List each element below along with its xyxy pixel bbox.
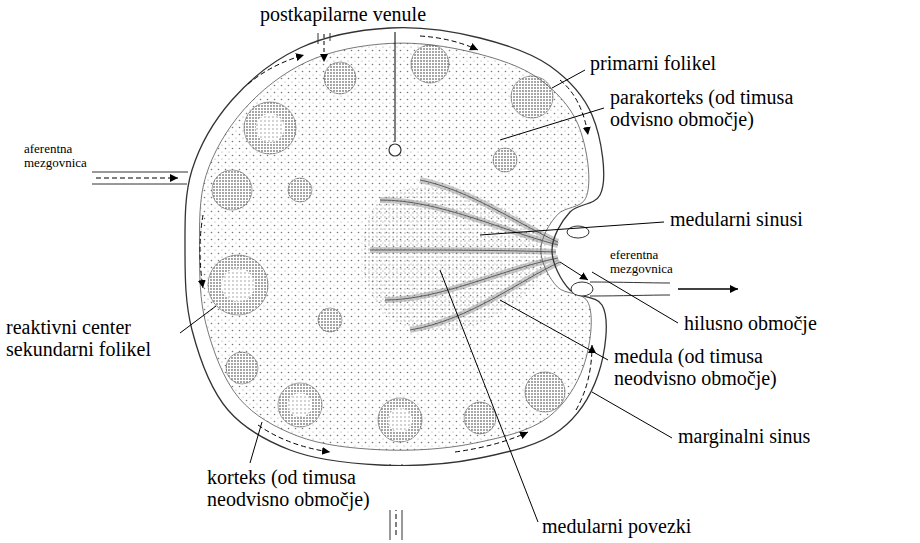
leader-line [440, 270, 538, 522]
part-label: medularni sinusi [668, 208, 805, 230]
follicle-dots [324, 62, 356, 94]
part-label: marginalni sinus [676, 425, 812, 447]
germinal-center [222, 269, 255, 302]
medullary-cord-edge [420, 180, 558, 242]
part-label: primarni folikel [588, 52, 718, 74]
afferent-arrow [324, 34, 325, 62]
efferent-vessel [590, 295, 670, 296]
part-label: reaktivni center sekundarni folikel [4, 316, 180, 360]
follicle [411, 45, 449, 83]
follicle-dots [208, 255, 268, 315]
afferent-vessel [318, 33, 319, 44]
medulla-region [362, 187, 548, 332]
germinal-center-dots [256, 114, 285, 143]
part-label: medularni povezki [540, 515, 693, 537]
follicle-dots [511, 76, 553, 118]
follicle [208, 255, 268, 315]
part-label: postkapilarne venule [258, 3, 428, 25]
follicle [212, 170, 252, 210]
sinus-flow-arrow [455, 432, 528, 452]
germinal-center-dots [288, 393, 312, 417]
efferent-arrow [678, 288, 738, 289]
hilum-arrow [560, 262, 588, 280]
follicle [493, 148, 517, 172]
leader-line [395, 32, 396, 142]
follicle [511, 76, 553, 118]
capsule [185, 28, 606, 466]
leader-line [176, 306, 216, 336]
follicle [278, 383, 322, 427]
follicle-dots [411, 45, 449, 83]
medullary-cord [370, 250, 556, 252]
leader-line [592, 272, 678, 323]
sinus-flow-arrow [576, 345, 592, 410]
part-label: eferentna mezgovnica [608, 248, 684, 277]
follicle [378, 398, 422, 442]
follicle-dots [378, 398, 422, 442]
part-label: hilusno območje [682, 312, 819, 334]
medullary-cord-edge [370, 250, 556, 252]
part-label: aferentna mezgovnica [22, 142, 98, 171]
afferent-vessel [92, 184, 187, 185]
follicle [244, 102, 296, 154]
leader-line [552, 70, 585, 88]
venule [389, 144, 401, 156]
follicle-dots [464, 402, 496, 434]
sinus-flow-arrow [560, 80, 588, 135]
leader-line [500, 300, 608, 360]
medullary-cord-edge [410, 262, 560, 330]
sinus-flow-arrow [248, 55, 304, 84]
leader-line [592, 392, 672, 438]
follicle [226, 352, 258, 384]
germinal-center [256, 114, 285, 143]
follicle [525, 372, 565, 412]
follicle [324, 62, 356, 94]
sinus-flow-arrow [420, 36, 478, 50]
germinal-center [288, 393, 312, 417]
germinal-center-dots [388, 408, 412, 432]
leader-line [480, 222, 664, 235]
sinus-flow-arrow [200, 215, 203, 288]
follicle-dots [288, 178, 312, 202]
efferent-vessel [590, 282, 670, 283]
afferent-vessel [330, 33, 331, 41]
follicle [464, 402, 496, 434]
part-label: medula (od timusa neodvisno območje) [612, 345, 816, 389]
follicle-dots [493, 148, 517, 172]
follicle-dots [244, 102, 296, 154]
follicle-dots [318, 308, 342, 332]
germinal-center [388, 408, 412, 432]
medullary-cord [420, 180, 558, 242]
part-label: korteks (od timusa neodvisno območje) [205, 466, 409, 510]
follicle-dots [525, 372, 565, 412]
medullary-cord [380, 200, 558, 245]
afferent-arrow [96, 178, 178, 179]
medullary-cord-edge [380, 200, 558, 245]
sinus-flow-arrow [258, 425, 330, 452]
leader-line [500, 108, 604, 140]
follicle-dots [278, 383, 322, 427]
hilum-vessel [571, 282, 593, 296]
leader-line [250, 422, 262, 463]
afferent-vessel [92, 172, 188, 173]
medullary-cord [410, 262, 560, 330]
follicle [318, 308, 342, 332]
germinal-center-dots [222, 269, 255, 302]
follicle-dots [212, 170, 252, 210]
part-label: parakorteks (od timusa odvisno območje) [608, 86, 852, 130]
follicle [288, 178, 312, 202]
follicle-dots [226, 352, 258, 384]
